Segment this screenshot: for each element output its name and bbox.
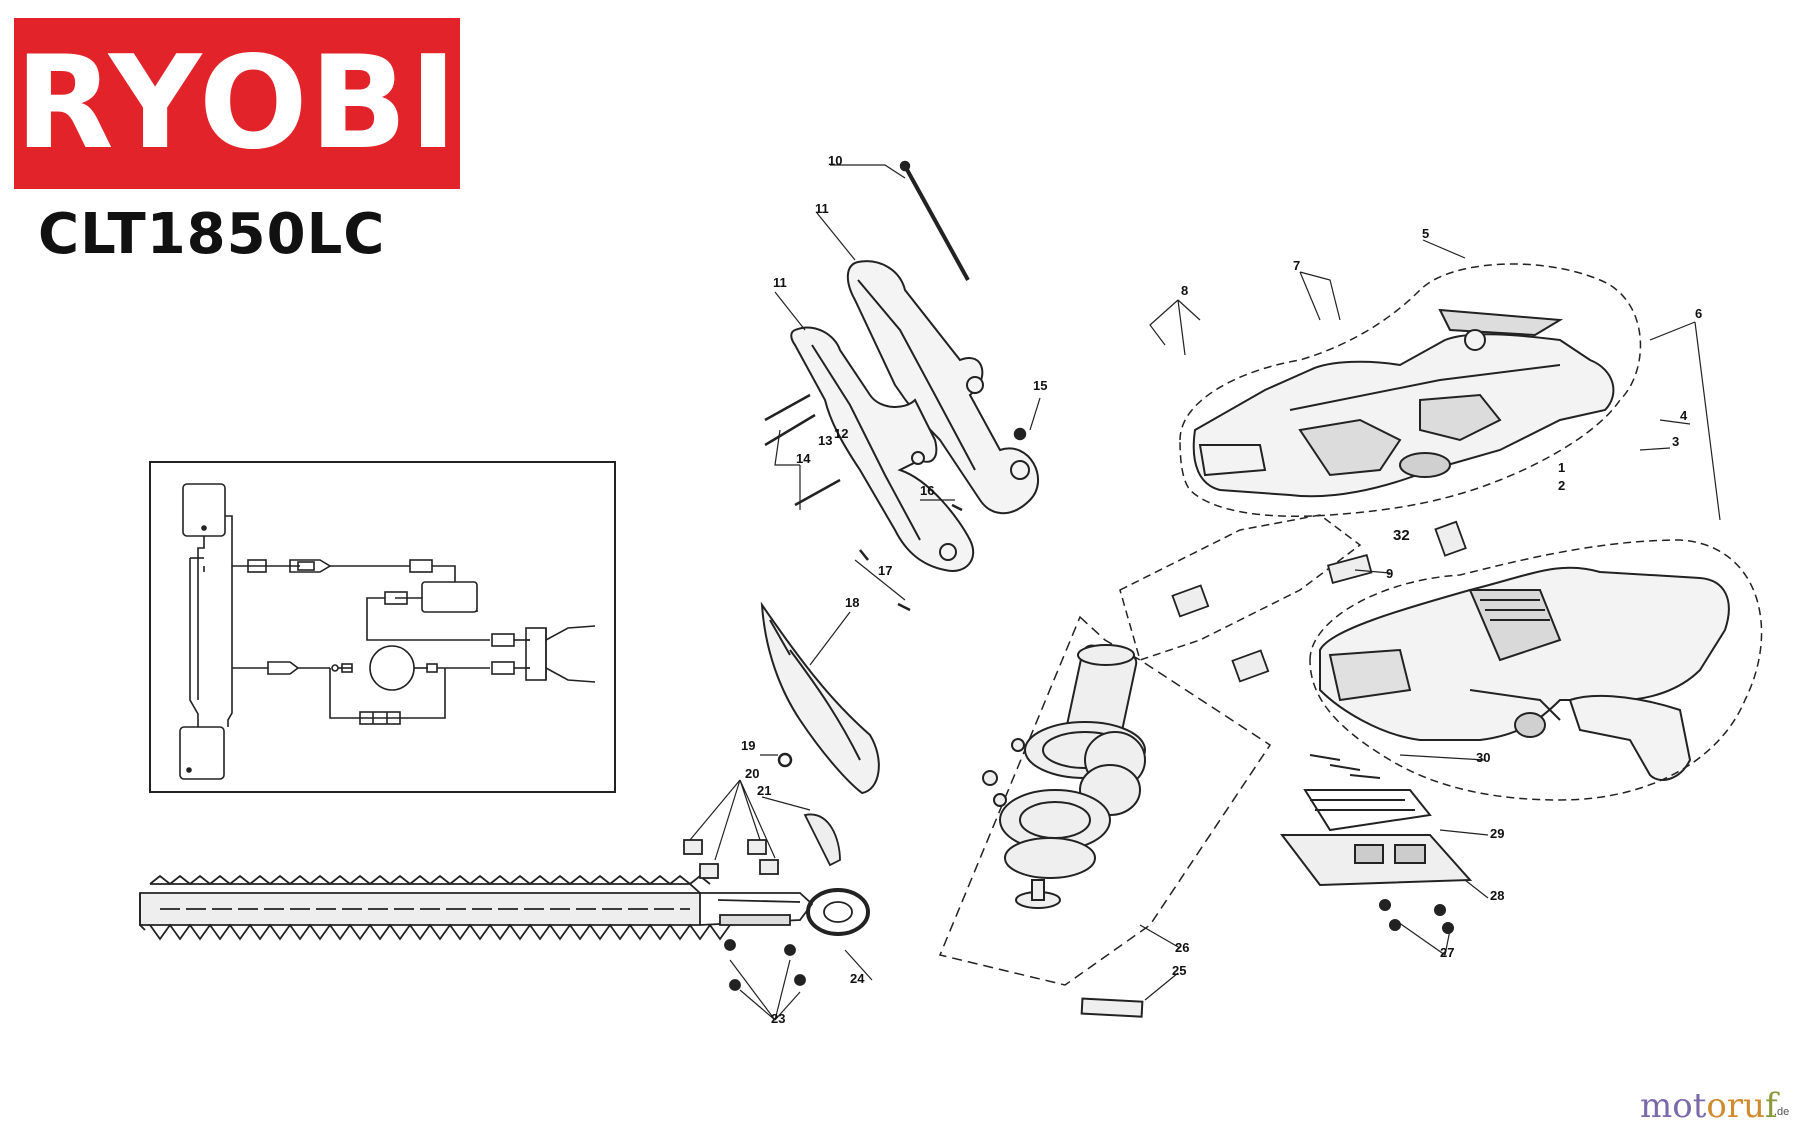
watermark: motoruf	[1640, 1086, 1778, 1126]
upper-housing-outline	[1179, 263, 1642, 518]
blade-screws	[683, 813, 841, 991]
part-label: 32	[1393, 527, 1410, 544]
part-label: 15	[1033, 378, 1047, 393]
part-label: 27	[1440, 945, 1454, 960]
ryobi-logo: RYOBI	[14, 18, 460, 189]
part-label: 18	[845, 595, 859, 610]
part-label: 21	[757, 783, 771, 798]
part-label: 16	[920, 483, 934, 498]
part-label: 12	[834, 426, 848, 441]
watermark-part2: oru	[1706, 1086, 1765, 1126]
switch-parts	[1171, 520, 1467, 683]
blade-guard	[760, 601, 880, 795]
logo-text: RYOBI	[15, 29, 459, 178]
upper-housing	[1192, 308, 1615, 498]
blade-assembly	[139, 874, 870, 941]
watermark-suffix: .de	[1774, 1106, 1790, 1118]
base-plates	[1080, 754, 1473, 1018]
part-label: 8	[1181, 283, 1188, 298]
part-label: 23	[771, 1011, 785, 1026]
part-label: 3	[1672, 434, 1679, 449]
motor-and-gears	[982, 644, 1146, 909]
part-label: 4	[1680, 408, 1688, 423]
switch-assembly-outline	[1119, 514, 1362, 661]
part-label: 6	[1695, 306, 1702, 321]
part-label: 13	[818, 433, 832, 448]
part-label: 26	[1175, 940, 1189, 955]
part-label: 17	[878, 563, 892, 578]
part-label: 2	[1558, 478, 1565, 493]
watermark-part3: f	[1765, 1086, 1778, 1126]
part-label: 29	[1490, 826, 1504, 841]
front-handle	[790, 260, 1040, 572]
gearbox-outline	[938, 615, 1272, 986]
part-label: 14	[796, 451, 811, 466]
part-label: 24	[850, 971, 865, 986]
wiring-schematic	[149, 461, 616, 793]
part-label: 28	[1490, 888, 1504, 903]
handle-bolts	[764, 160, 1027, 768]
part-label: 19	[741, 738, 755, 753]
part-label: 30	[1476, 750, 1490, 765]
part-label: 1	[1558, 460, 1565, 475]
lower-housing	[1319, 566, 1730, 781]
model-number: CLT1850LC	[38, 202, 386, 267]
part-label: 11	[815, 201, 829, 216]
part-label: 5	[1422, 226, 1429, 241]
part-label: 20	[745, 766, 759, 781]
watermark-part1: mot	[1640, 1086, 1707, 1126]
part-number-labels: 10 11 11 15 13 12 14 16 17 18 5 7 8 6 4 …	[741, 153, 1702, 1026]
part-label: 7	[1293, 258, 1300, 273]
part-label: 11	[773, 275, 787, 290]
leader-lines	[689, 164, 1721, 1021]
part-label: 25	[1172, 963, 1186, 978]
part-label: 9	[1386, 566, 1393, 581]
lower-housing-outline	[1309, 539, 1763, 801]
part-label: 10	[828, 153, 842, 168]
